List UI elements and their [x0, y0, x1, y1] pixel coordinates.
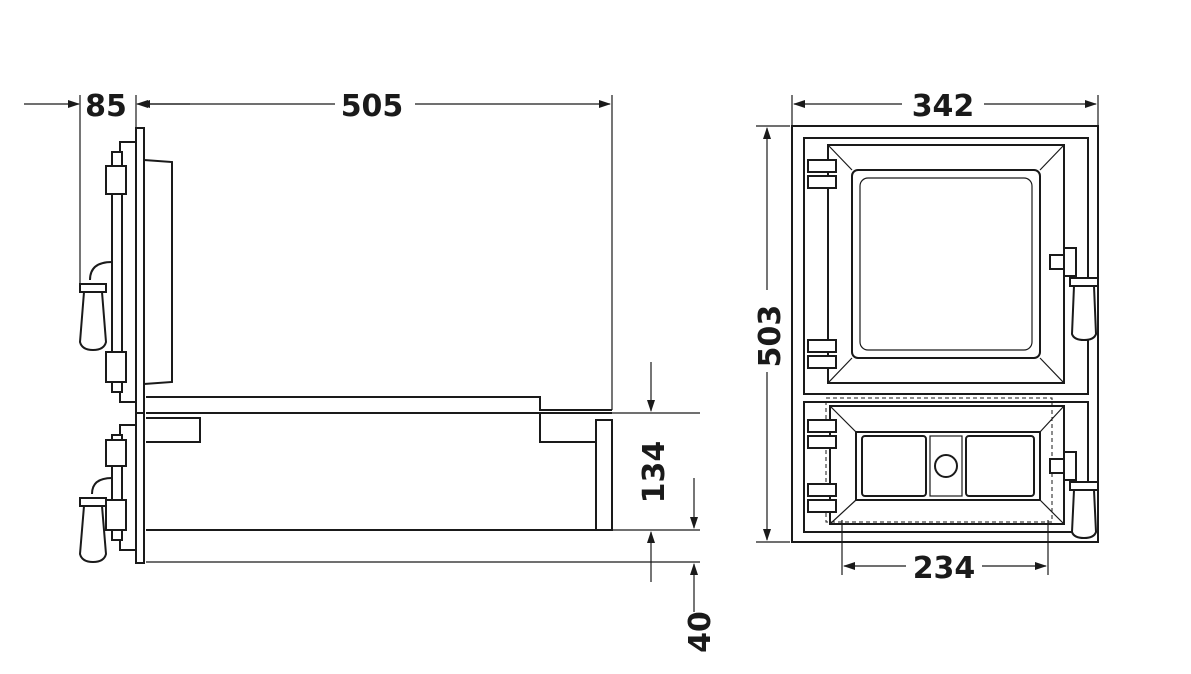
dim-label-234: 234 [913, 551, 976, 586]
dimension-ash-door-height: 134 [612, 362, 700, 531]
front-view: 342 503 [753, 89, 1099, 586]
dim-label-503: 503 [753, 305, 788, 368]
dimension-body-depth: 505 [138, 89, 613, 410]
dimension-ash-door-width: 234 [841, 520, 1049, 586]
upper-door-front [807, 144, 1099, 384]
side-view: 85 505 [24, 89, 718, 653]
dimension-total-width: 342 [791, 89, 1099, 126]
dimension-total-height: 503 [753, 125, 790, 543]
dimension-handle-depth: 85 [24, 89, 190, 290]
dimension-bottom-offset: 40 [647, 531, 718, 653]
lower-door-side [78, 412, 145, 564]
upper-door-side [78, 127, 173, 414]
body-side [146, 396, 700, 563]
lower-door-front [807, 397, 1099, 540]
dim-label-342: 342 [912, 89, 975, 124]
dim-label-40: 40 [683, 611, 718, 653]
front-frame [791, 125, 1099, 543]
dim-label-134: 134 [637, 441, 672, 504]
dim-label-85: 85 [85, 89, 127, 124]
dim-label-505: 505 [341, 89, 404, 124]
